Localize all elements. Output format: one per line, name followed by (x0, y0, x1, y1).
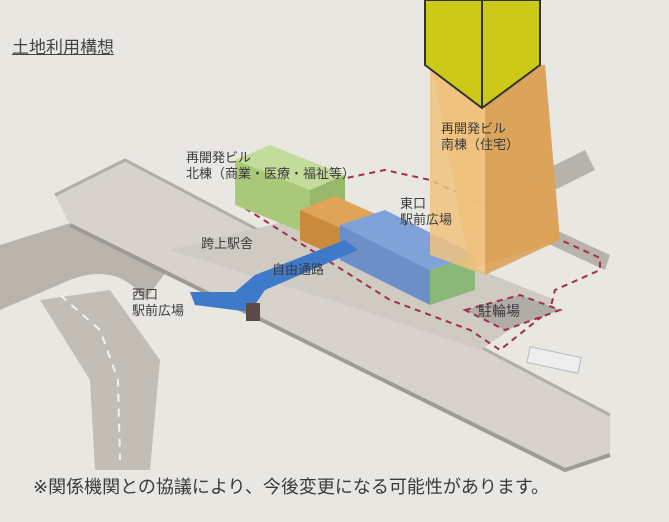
north-building-label-line2: 北棟（商業・医療・福祉等） (186, 167, 356, 182)
north-building-top (235, 145, 345, 190)
west-plaza-label: 西口 駅前広場 (132, 288, 184, 320)
bike-parking-label: 駐輪場 (478, 304, 520, 320)
south-tower-front (430, 55, 485, 275)
small-block (526, 346, 582, 374)
podium-front (340, 225, 430, 305)
east-plaza-label-line1: 東口 (400, 197, 427, 212)
site-boundary (239, 168, 601, 352)
east-plaza-label: 東口 駅前広場 (400, 197, 452, 229)
free-passage (190, 240, 358, 312)
west-plaza-label-line1: 西口 (132, 288, 159, 303)
passage-label: 自由通路 (272, 263, 325, 278)
site-ground (170, 210, 555, 350)
diagram-title: 土地利用構想 (12, 38, 114, 58)
south-tower-side (485, 65, 560, 275)
east-plaza-label-line2: 駅前広場 (400, 213, 453, 228)
north-building-label: 再開発ビル 北棟（商業・医療・福祉等） (186, 151, 355, 183)
podium-side (430, 255, 475, 305)
station-label: 跨上駅舎 (201, 237, 254, 252)
north-building-front (235, 160, 310, 235)
road-center-dashes (59, 294, 121, 461)
north-building-label-line1: 再開発ビル (186, 151, 252, 166)
south-building-label-line2: 南棟（住宅） (441, 138, 520, 153)
south-building-label: 再開発ビル 南棟（住宅） (441, 122, 519, 154)
bike-parking-area (462, 293, 563, 332)
west-road-lower (40, 290, 160, 470)
railway-corridor (55, 160, 610, 470)
west-stair (246, 303, 260, 321)
south-building-label-line1: 再開発ビル (441, 122, 507, 137)
disclaimer-note: ※関係機関との協議により、今後変更になる可能性があります。 (33, 477, 550, 498)
west-plaza-label-line2: 駅前広場 (132, 304, 185, 319)
